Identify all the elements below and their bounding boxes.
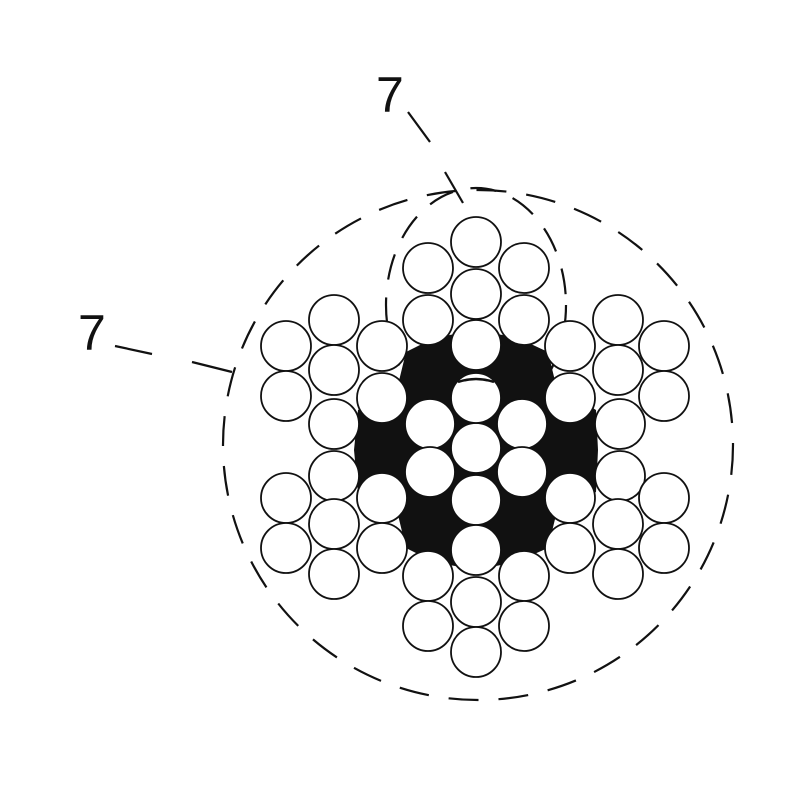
wire-circle <box>450 524 502 576</box>
wire-group <box>260 216 690 678</box>
leader-line-top-segment-1 <box>407 111 431 143</box>
wire-circle <box>638 522 690 574</box>
wire-circle <box>450 319 502 371</box>
wire-circle <box>356 320 408 372</box>
wire-circle <box>544 372 596 424</box>
wire-circle <box>260 370 312 422</box>
wire-circle <box>638 320 690 372</box>
wire-circle <box>308 294 360 346</box>
wire-circle <box>498 600 550 652</box>
wire-circle <box>594 450 646 502</box>
wire-circle <box>450 372 502 424</box>
wire-circle <box>496 446 548 498</box>
wire-circle <box>592 548 644 600</box>
wire-circle <box>450 422 502 474</box>
wire-circle <box>308 344 360 396</box>
wire-circle <box>592 498 644 550</box>
leader-line-left-segment-1 <box>114 344 153 356</box>
inner-arc-mark <box>457 377 495 384</box>
wire-circle <box>308 498 360 550</box>
wire-circle <box>544 320 596 372</box>
wire-circle <box>498 242 550 294</box>
wire-circle <box>498 550 550 602</box>
wire-circle <box>544 472 596 524</box>
wire-circle <box>594 398 646 450</box>
wire-circle <box>592 344 644 396</box>
wire-circle <box>260 472 312 524</box>
reference-numeral-top: 7 <box>376 67 404 123</box>
rope-outer-boundary-dashed <box>221 188 735 702</box>
wire-circle <box>544 522 596 574</box>
wire-circle <box>450 576 502 628</box>
wire-circle <box>450 474 502 526</box>
wire-circle <box>260 320 312 372</box>
wire-circle <box>308 398 360 450</box>
wire-circle <box>356 372 408 424</box>
leader-line-top-segment-2 <box>444 171 464 204</box>
leader-line-left-segment-2 <box>191 360 233 374</box>
wire-circle <box>638 472 690 524</box>
wire-circle <box>402 600 454 652</box>
wire-circle <box>260 522 312 574</box>
wire-circle <box>402 242 454 294</box>
wire-circle <box>450 216 502 268</box>
wire-circle <box>450 268 502 320</box>
wire-circle <box>308 548 360 600</box>
wire-circle <box>402 550 454 602</box>
wire-circle <box>402 294 454 346</box>
wire-circle <box>356 522 408 574</box>
wire-circle <box>496 398 548 450</box>
wire-circle <box>356 472 408 524</box>
wire-circle <box>404 446 456 498</box>
wire-circle <box>404 398 456 450</box>
wire-circle <box>592 294 644 346</box>
wire-circle <box>498 294 550 346</box>
top-strand-boundary-dashed <box>384 186 568 424</box>
wire-circle <box>450 626 502 678</box>
wire-circle <box>308 450 360 502</box>
reference-numeral-left: 7 <box>78 305 106 361</box>
wire-circle <box>638 370 690 422</box>
